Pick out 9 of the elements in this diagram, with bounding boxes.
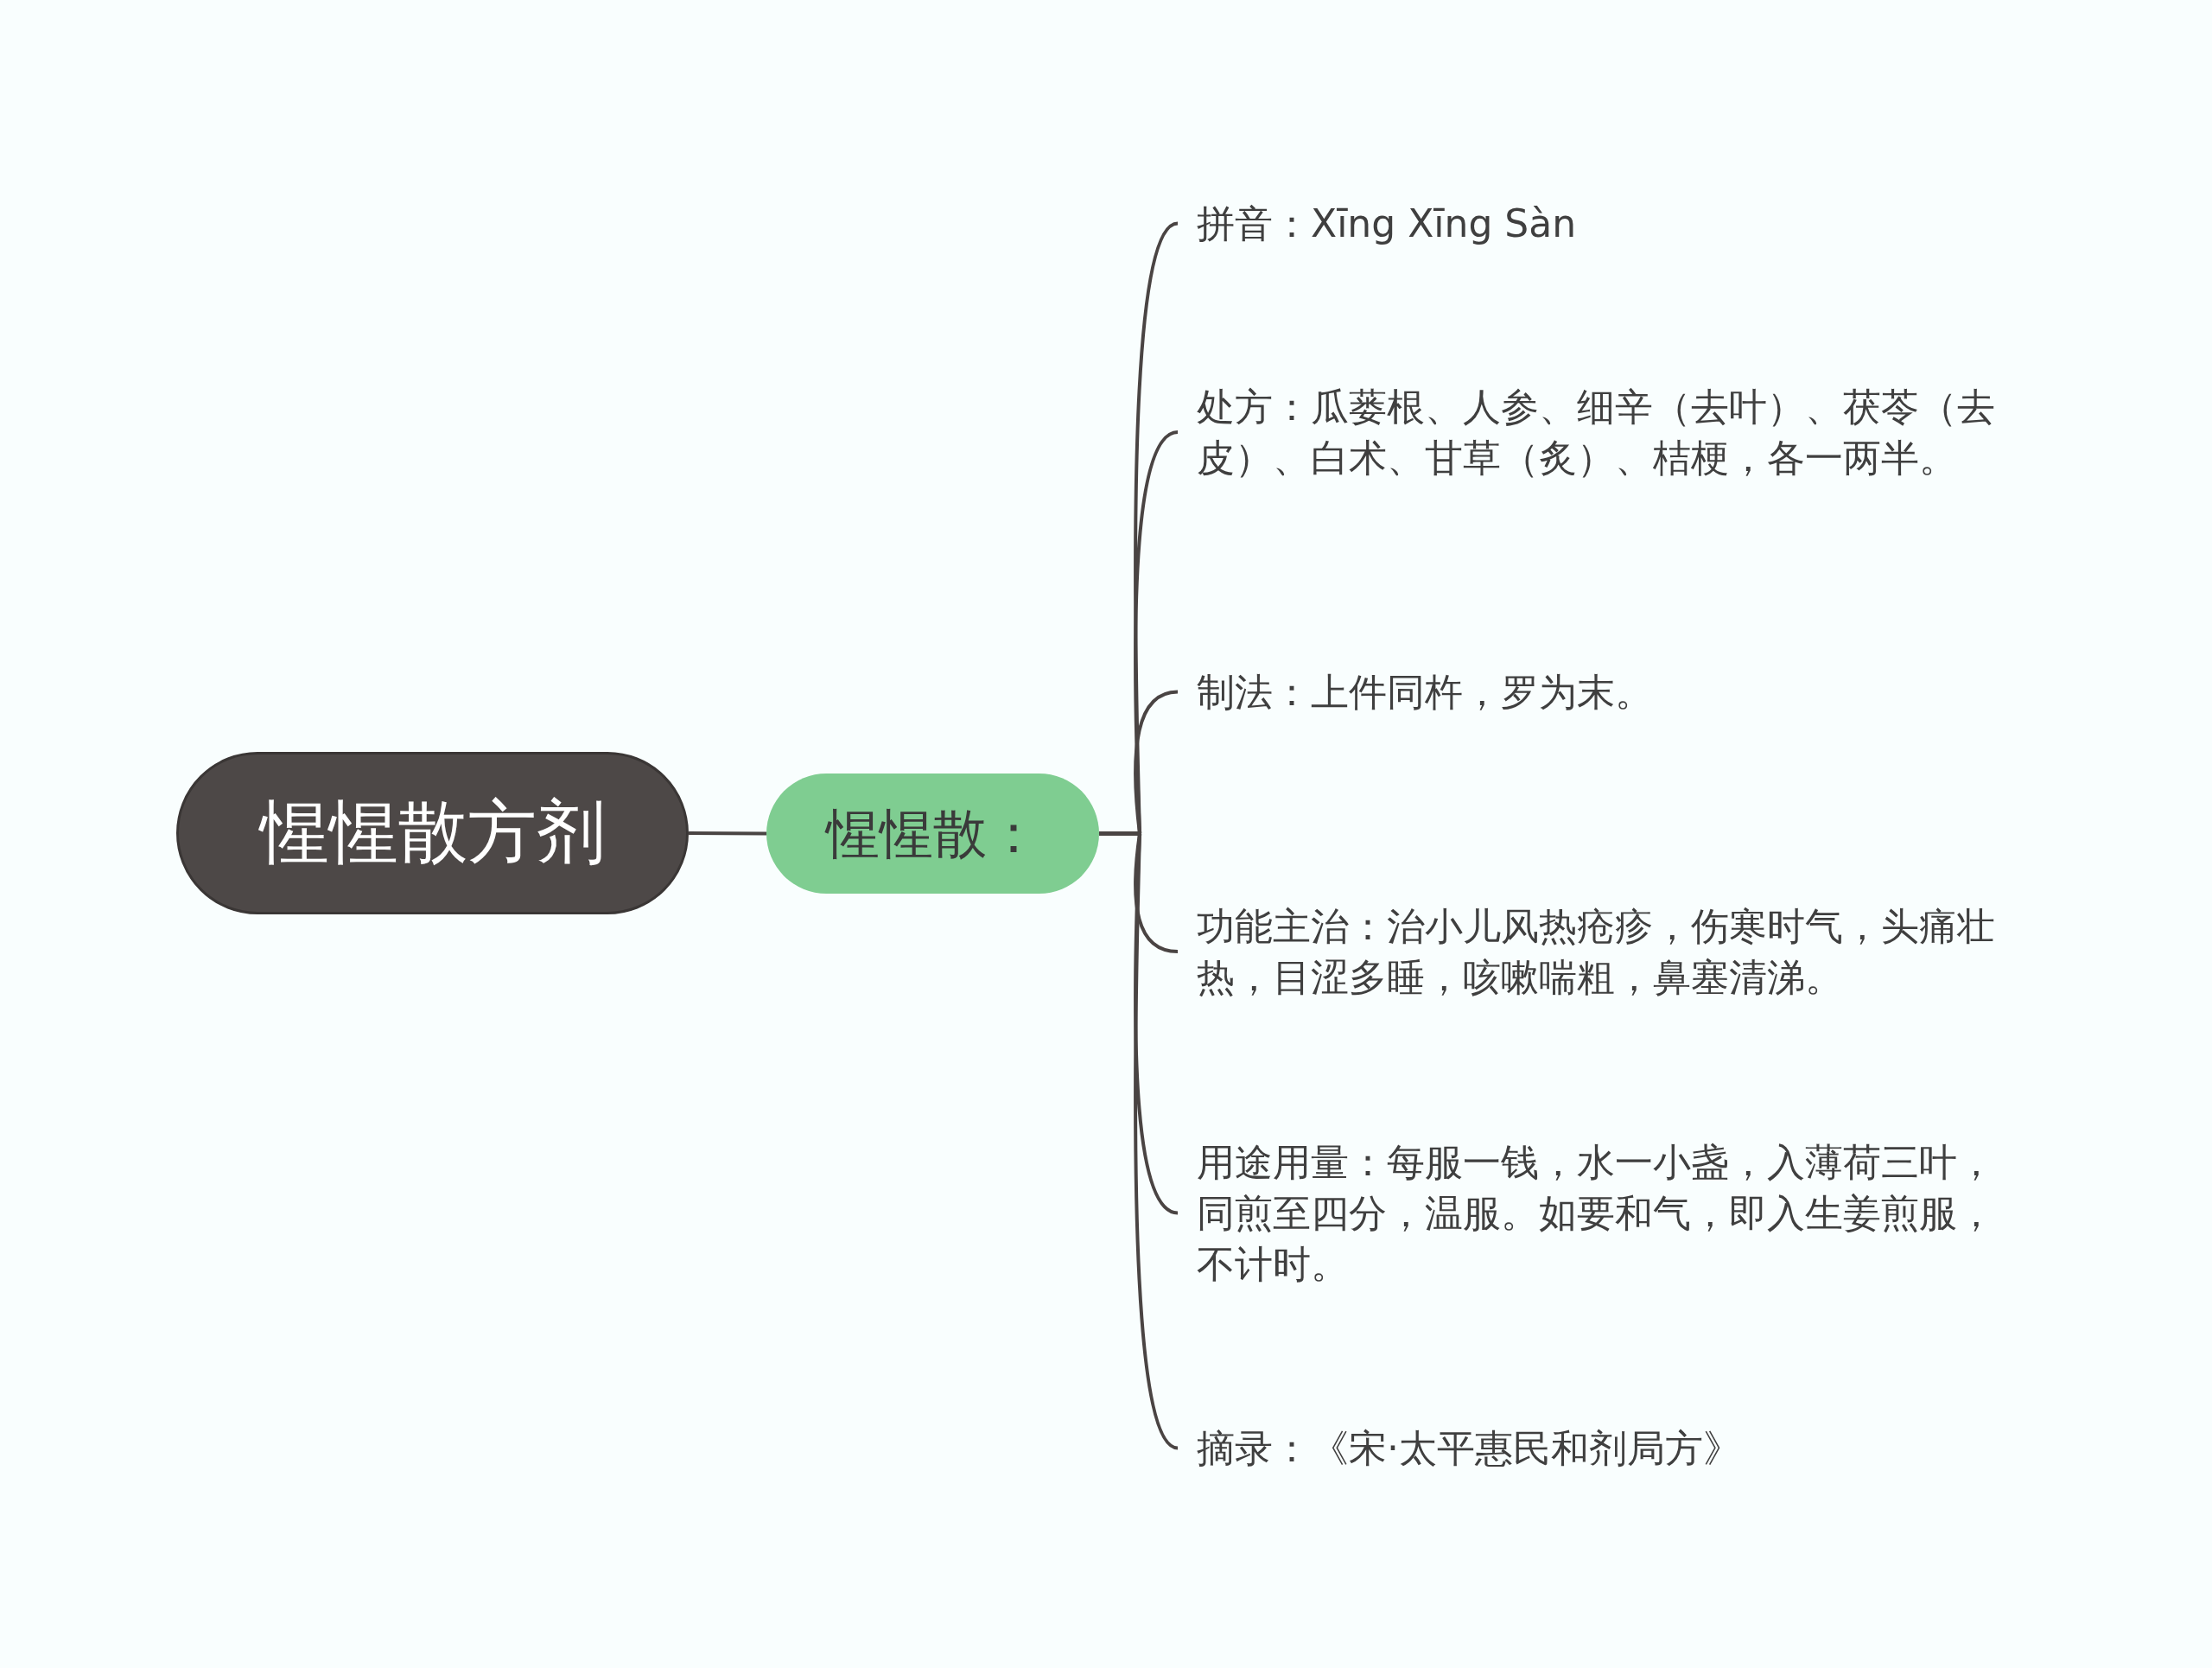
branch-text: 处方：瓜蒌根、人参、细辛（去叶）、茯苓（去皮）、白术、甘草（炙）、桔梗，各一两半。	[1197, 378, 2026, 487]
branch-text: 拼音：Xīng Xīng Sàn	[1197, 194, 2026, 252]
topic-pill: 惺惺散方剂	[176, 752, 689, 914]
branch-text: 制法：上件同杵，罗为末。	[1197, 663, 2026, 721]
branch-text: 功能主治：治小儿风热疮疹，伤寒时气，头痛壮热，目涩多睡，咳嗽喘粗，鼻塞清涕。	[1197, 897, 2026, 1006]
branch-text: 用途用量：每服一钱，水一小盏，入薄荷三叶，同煎至四分，温服。如要和气，即入生姜煎服，不计时。	[1197, 1133, 2026, 1293]
subtopic-pill: 惺惺散：	[766, 774, 1099, 894]
branch-text: 摘录：《宋·太平惠民和剂局方》	[1197, 1419, 2026, 1477]
connector-line	[689, 831, 766, 836]
